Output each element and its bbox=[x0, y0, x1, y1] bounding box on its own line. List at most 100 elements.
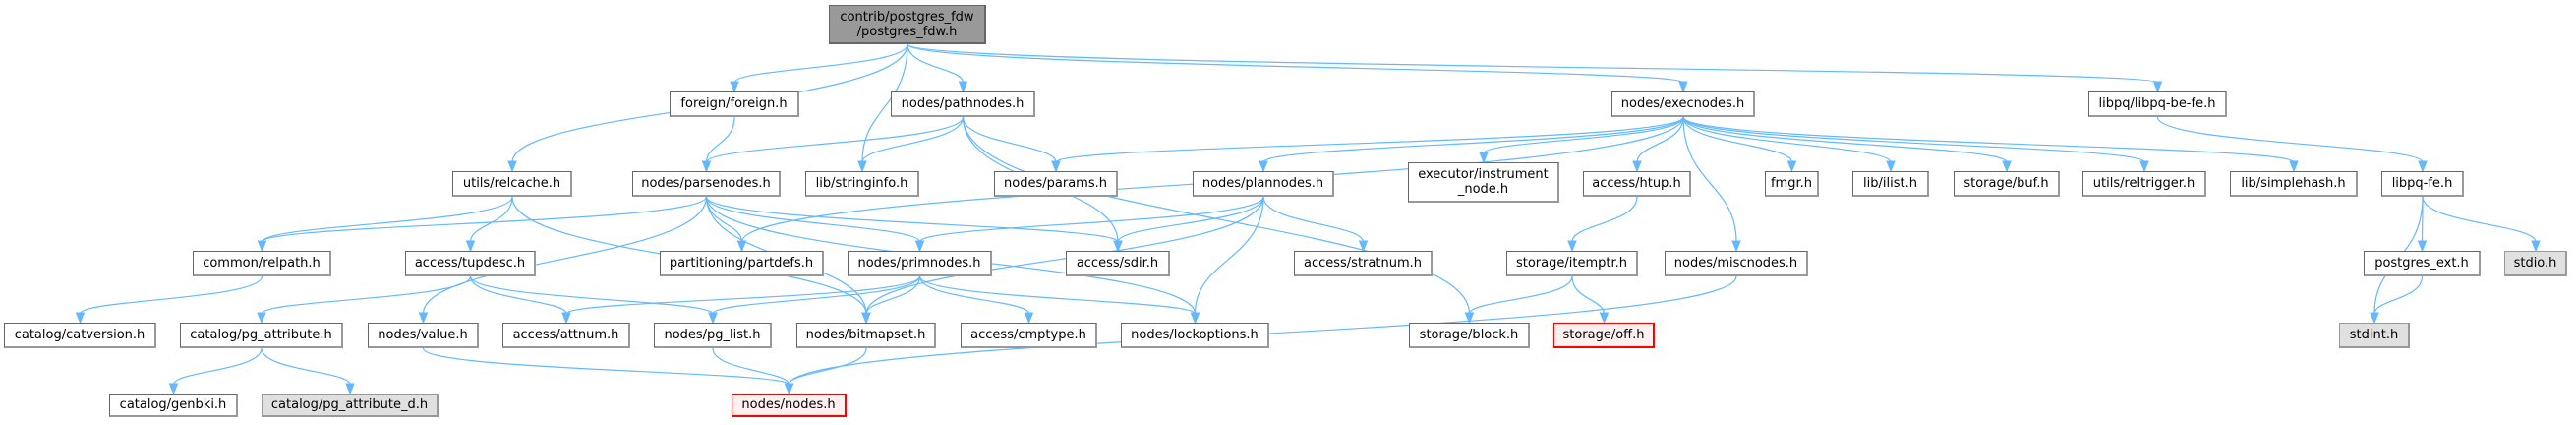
graph-node-partitioning-partdefs-h[interactable]: partitioning/partdefs.h bbox=[660, 251, 824, 276]
graph-node-nodes-lockoptions-h[interactable]: nodes/lockoptions.h bbox=[1121, 323, 1269, 348]
dependency-edge bbox=[907, 43, 965, 84]
graph-node-catalog-pg-attribute-d-h: catalog/pg_attribute_d.h bbox=[262, 394, 439, 417]
arrowhead-icon bbox=[2002, 160, 2012, 173]
dependency-edge bbox=[1682, 116, 2295, 163]
arrowhead-icon bbox=[561, 312, 571, 325]
dependency-edge bbox=[861, 116, 965, 163]
graph-node-access-sdir-h[interactable]: access/sdir.h bbox=[1066, 251, 1170, 276]
arrowhead-icon bbox=[784, 383, 794, 395]
graph-node-access-htup-h[interactable]: access/htup.h bbox=[1583, 171, 1691, 197]
graph-node-libpq-fe-h[interactable]: libpq-fe.h bbox=[2381, 171, 2464, 197]
graph-node-stdint-h: stdint.h bbox=[2339, 323, 2410, 348]
arrowhead-icon bbox=[75, 312, 86, 325]
graph-node-foreign-foreign-h[interactable]: foreign/foreign.h bbox=[670, 91, 799, 117]
graph-node-nodes-params-h[interactable]: nodes/params.h bbox=[994, 171, 1118, 197]
graph-node-nodes-primnodes-h[interactable]: nodes/primnodes.h bbox=[848, 251, 992, 276]
arrowhead-icon bbox=[418, 312, 429, 325]
graph-node-nodes-plannodes-h[interactable]: nodes/plannodes.h bbox=[1193, 171, 1334, 197]
arrowhead-icon bbox=[1632, 160, 1642, 173]
dependency-edge bbox=[705, 116, 965, 163]
dependency-edge bbox=[712, 347, 790, 386]
dependency-edge bbox=[861, 43, 908, 163]
arrowhead-icon bbox=[857, 160, 867, 173]
arrowhead-icon bbox=[1051, 160, 1061, 173]
dependency-edge bbox=[422, 196, 708, 315]
graph-node-utils-reltrigger-h[interactable]: utils/reltrigger.h bbox=[2082, 171, 2206, 197]
arrowhead-icon bbox=[465, 240, 476, 253]
arrowhead-icon bbox=[2289, 160, 2299, 173]
arrowhead-icon bbox=[2152, 81, 2163, 93]
dependency-edge bbox=[422, 347, 790, 386]
arrowhead-icon bbox=[1786, 160, 1797, 173]
graph-node-nodes-pg-list-h[interactable]: nodes/pg_list.h bbox=[654, 323, 772, 348]
graph-node-contrib-postgres-fdw-postgres-fdw-h[interactable]: contrib/postgres_fdw /postgres_fdw.h bbox=[829, 5, 986, 44]
graph-node-lib-ilist-h[interactable]: lib/ilist.h bbox=[1852, 171, 1929, 197]
graph-node-access-cmptype-h[interactable]: access/cmptype.h bbox=[961, 323, 1097, 348]
graph-node-catalog-pg-attribute-h[interactable]: catalog/pg_attribute.h bbox=[180, 323, 343, 348]
dependency-edge bbox=[261, 275, 472, 315]
graph-node-lib-simplehash-h[interactable]: lib/simplehash.h bbox=[2230, 171, 2358, 197]
graph-node-nodes-miscnodes-h[interactable]: nodes/miscnodes.h bbox=[1665, 251, 1808, 276]
dependency-edge bbox=[261, 196, 513, 243]
arrowhead-icon bbox=[730, 81, 739, 93]
arrowhead-icon bbox=[1599, 312, 1610, 325]
dependency-edge bbox=[1682, 116, 2145, 163]
dependency-edge bbox=[1055, 116, 1684, 163]
dependency-edge bbox=[1682, 116, 1737, 243]
dependency-edge bbox=[907, 43, 2159, 84]
graph-node-storage-off-h[interactable]: storage/off.h bbox=[1553, 323, 1655, 348]
dependency-edge bbox=[1262, 116, 1684, 163]
graph-node-utils-relcache-h[interactable]: utils/relcache.h bbox=[452, 171, 572, 197]
dependency-edge bbox=[261, 196, 708, 243]
graph-node-nodes-pathnodes-h[interactable]: nodes/pathnodes.h bbox=[891, 91, 1035, 117]
graph-node-storage-itemptr-h[interactable]: storage/itemptr.h bbox=[1506, 251, 1638, 276]
arrowhead-icon bbox=[1113, 240, 1123, 253]
graph-node-lib-stringinfo-h[interactable]: lib/stringinfo.h bbox=[805, 171, 919, 197]
arrowhead-icon bbox=[861, 312, 871, 325]
graph-node-storage-block-h[interactable]: storage/block.h bbox=[1409, 323, 1530, 348]
graph-node-access-attnum-h[interactable]: access/attnum.h bbox=[502, 323, 630, 348]
arrowhead-icon bbox=[168, 383, 179, 395]
dependency-edge bbox=[705, 116, 735, 163]
dependency-edge bbox=[2422, 196, 2537, 243]
arrowhead-icon bbox=[736, 240, 747, 253]
dependency-edge bbox=[1262, 196, 1365, 243]
dependency-edge bbox=[918, 275, 1197, 315]
dependency-edge bbox=[712, 275, 921, 315]
arrowhead-icon bbox=[1731, 240, 1741, 253]
graph-node-nodes-execnodes-h[interactable]: nodes/execnodes.h bbox=[1611, 91, 1755, 117]
graph-node-fmgr-h[interactable]: fmgr.h bbox=[1765, 171, 1819, 197]
dependency-edge bbox=[1636, 116, 1684, 163]
dependency-edge bbox=[2373, 275, 2424, 315]
arrowhead-icon bbox=[257, 312, 266, 325]
graph-node-libpq-libpq-be-fe-h[interactable]: libpq/libpq-be-fe.h bbox=[2088, 91, 2227, 117]
arrowhead-icon bbox=[1190, 312, 1200, 325]
arrowhead-icon bbox=[2370, 312, 2379, 325]
graph-node-nodes-nodes-h[interactable]: nodes/nodes.h bbox=[732, 394, 847, 417]
dependency-edge bbox=[469, 275, 714, 315]
graph-node-nodes-value-h[interactable]: nodes/value.h bbox=[368, 323, 479, 348]
dependency-edge bbox=[2156, 116, 2424, 163]
graph-node-catalog-catversion-h[interactable]: catalog/catversion.h bbox=[4, 323, 156, 348]
dependency-edge bbox=[962, 116, 1471, 315]
arrowhead-icon bbox=[1886, 160, 1896, 173]
graph-node-executor-instrument-node-h[interactable]: executor/instrument _node.h bbox=[1408, 162, 1559, 203]
dependency-edge bbox=[1117, 196, 1264, 243]
graph-node-storage-buf-h[interactable]: storage/buf.h bbox=[1954, 171, 2060, 197]
arrowhead-icon bbox=[2531, 240, 2541, 253]
graph-node-catalog-genbki-h[interactable]: catalog/genbki.h bbox=[109, 394, 238, 417]
arrowhead-icon bbox=[1259, 160, 1268, 173]
graph-node-nodes-parsenodes-h[interactable]: nodes/parsenodes.h bbox=[632, 171, 781, 197]
graph-node-postgres-ext-h[interactable]: postgres_ext.h bbox=[2364, 251, 2481, 276]
graph-node-nodes-bitmapset-h[interactable]: nodes/bitmapset.h bbox=[796, 323, 936, 348]
arrowhead-icon bbox=[708, 312, 718, 325]
arrowhead-icon bbox=[2418, 160, 2428, 173]
dependency-edge bbox=[1571, 275, 1606, 315]
arrowhead-icon bbox=[1479, 152, 1489, 164]
graph-node-access-tupdesc-h[interactable]: access/tupdesc.h bbox=[405, 251, 536, 276]
graph-node-common-relpath-h[interactable]: common/relpath.h bbox=[193, 251, 331, 276]
dependency-edge bbox=[1571, 196, 1638, 243]
graph-node-access-stratnum-h[interactable]: access/stratnum.h bbox=[1294, 251, 1433, 276]
dependency-edge bbox=[565, 275, 921, 315]
dependency-edge bbox=[1682, 116, 2008, 163]
